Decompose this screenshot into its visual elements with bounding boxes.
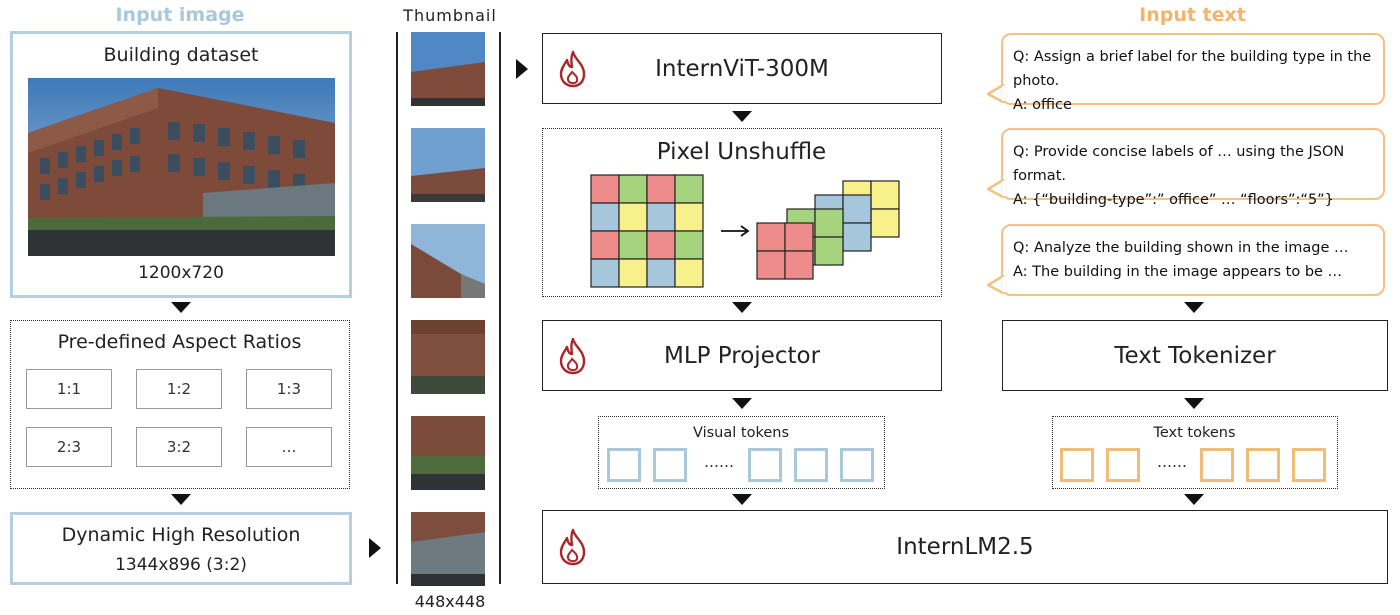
tile-image — [411, 32, 485, 106]
pixel-unshuffle-block: Pixel Unshuffle — [542, 128, 942, 297]
text-token — [1060, 448, 1094, 482]
tile-image — [411, 224, 485, 298]
answer-text: A: office — [1013, 97, 1072, 113]
input-image-size: 1200x720 — [138, 263, 224, 283]
mlp-projector-label: MLP Projector — [663, 342, 821, 369]
ratio-option[interactable]: 1:1 — [26, 369, 112, 409]
visual-token — [840, 448, 874, 482]
aspect-ratios-panel: Pre-defined Aspect Ratios 1:1 1:2 1:3 2:… — [10, 320, 350, 489]
fire-icon — [559, 337, 586, 375]
visual-token — [607, 448, 641, 482]
text-tokens-group: Text tokens …… — [1052, 416, 1338, 489]
text-tokenizer-block: Text Tokenizer — [1002, 320, 1388, 391]
question-text: Q: Analyze the building shown in the ima… — [1013, 240, 1349, 256]
ratio-option[interactable]: … — [246, 427, 332, 467]
text-tokens-label: Text tokens — [1153, 425, 1236, 441]
answer-text: A: The building in the image appears to … — [1013, 264, 1343, 280]
internlm-block: InternLM2.5 — [542, 510, 1388, 584]
arrow-down-icon — [732, 302, 752, 313]
mlp-projector-block: MLP Projector — [542, 320, 942, 391]
text-token — [1246, 448, 1280, 482]
dynamic-resolution-panel: Dynamic High Resolution 1344x896 (3:2) — [10, 512, 352, 585]
ratio-option[interactable]: 1:3 — [246, 369, 332, 409]
answer-text: A: {“building-type”:” office” … “floors”… — [1013, 192, 1334, 208]
tile-image — [411, 512, 485, 586]
ratio-option[interactable]: 2:3 — [26, 427, 112, 467]
tile-image — [411, 128, 485, 202]
dynamic-resolution-size: 1344x896 (3:2) — [115, 555, 247, 575]
thumbnail-divider-right — [499, 32, 501, 584]
visual-tokens-label: Visual tokens — [693, 425, 789, 441]
input-image-header: Input image — [115, 4, 245, 26]
input-image-panel: Building dataset 1200x7 — [10, 31, 352, 298]
internvit-block: InternViT-300M — [542, 33, 942, 104]
bubble-tail — [987, 179, 1005, 199]
fire-icon — [559, 528, 586, 566]
aspect-ratios-title: Pre-defined Aspect Ratios — [57, 331, 302, 353]
dynamic-resolution-title: Dynamic High Resolution — [61, 524, 301, 546]
arrow-down-icon — [1184, 398, 1204, 409]
bubble-tail — [987, 84, 1005, 104]
thumbnail-header: Thumbnail — [403, 6, 497, 25]
text-tokenizer-label: Text Tokenizer — [1114, 342, 1276, 369]
visual-token — [794, 448, 828, 482]
tile-image — [411, 320, 485, 394]
input-text-header: Input text — [1139, 4, 1246, 26]
internvit-label: InternViT-300M — [655, 55, 829, 82]
building-photo — [28, 78, 335, 256]
arrow-down-icon — [1184, 302, 1204, 313]
dataset-label: Building dataset — [103, 44, 259, 66]
thumbnail-size: 448x448 — [414, 592, 486, 611]
ratio-option[interactable]: 1:2 — [136, 369, 222, 409]
arrow-down-icon — [171, 494, 191, 505]
qa-bubble: Q: Provide concise labels of … using the… — [1001, 128, 1385, 208]
question-text: Q: Assign a brief label for the building… — [1013, 49, 1372, 89]
visual-token — [653, 448, 687, 482]
pixel-unshuffle-illustration — [590, 174, 900, 288]
arrow-down-icon — [732, 494, 752, 505]
visual-tokens-ellipsis: …… — [704, 453, 734, 471]
tile-image — [411, 416, 485, 490]
arrow-down-icon — [732, 398, 752, 409]
internlm-label: InternLM2.5 — [896, 534, 1034, 560]
qa-bubble: Q: Analyze the building shown in the ima… — [1001, 224, 1385, 296]
arrow-down-icon — [732, 111, 752, 122]
pixel-unshuffle-title: Pixel Unshuffle — [656, 139, 827, 165]
qa-bubble: Q: Assign a brief label for the building… — [1001, 33, 1385, 113]
text-tokens-ellipsis: …… — [1157, 453, 1187, 471]
arrow-right-icon — [369, 538, 381, 558]
thumbnail-divider-left — [396, 32, 398, 584]
arrow-down-icon — [171, 302, 191, 313]
arrow-right-icon — [516, 59, 528, 79]
bubble-tail — [987, 275, 1005, 295]
arrow-down-icon — [1184, 494, 1204, 505]
text-token — [1292, 448, 1326, 482]
text-token — [1106, 448, 1140, 482]
visual-token — [748, 448, 782, 482]
text-token — [1200, 448, 1234, 482]
question-text: Q: Provide concise labels of … using the… — [1013, 144, 1345, 184]
ratio-option[interactable]: 3:2 — [136, 427, 222, 467]
fire-icon — [559, 50, 586, 88]
visual-tokens-group: Visual tokens …… — [598, 416, 885, 489]
